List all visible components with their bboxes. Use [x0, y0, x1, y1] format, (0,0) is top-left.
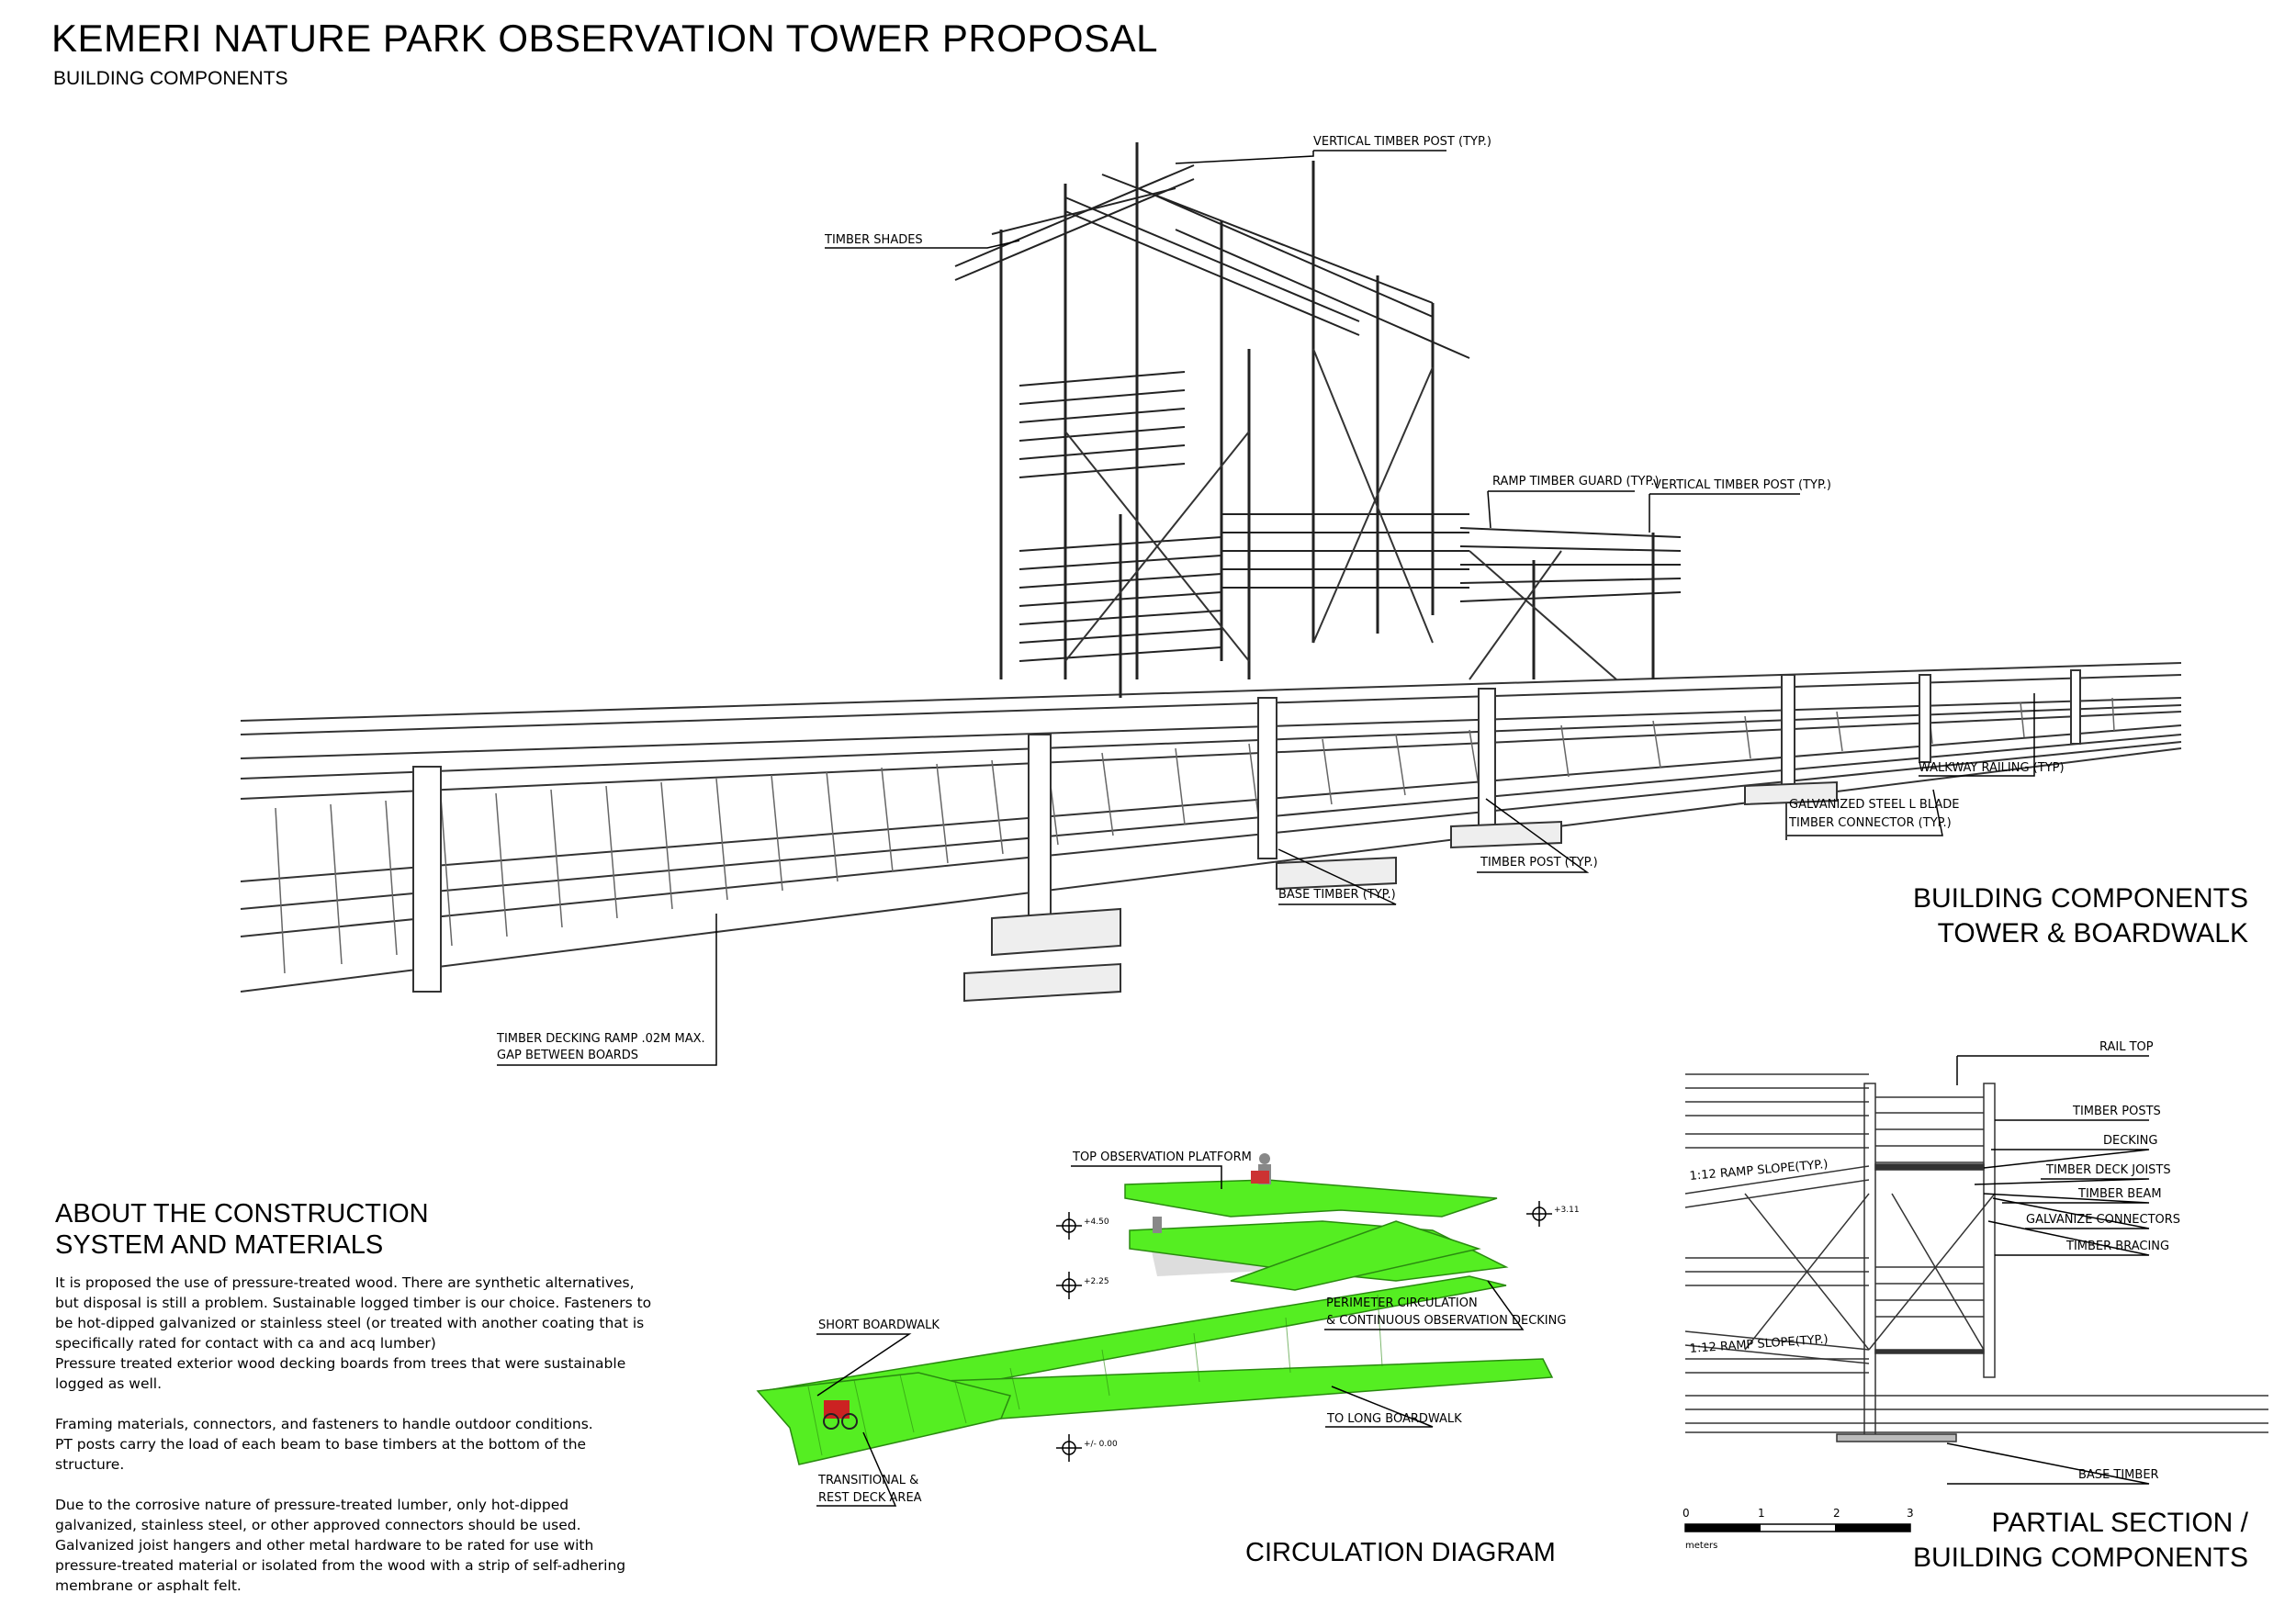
- label-ramp-guard: RAMP TIMBER GUARD (TYP.): [1492, 475, 1660, 488]
- scale-tick-3: 3: [1907, 1507, 1914, 1520]
- circulation-title: CIRCULATION DIAGRAM: [1245, 1538, 1556, 1567]
- top-platform: [1124, 1179, 1498, 1218]
- page-subtitle: BUILDING COMPONENTS: [53, 68, 288, 89]
- label-timber-beam: TIMBER BEAM: [2077, 1187, 2162, 1201]
- label-perimeter-1: PERIMETER CIRCULATION: [1326, 1296, 1478, 1310]
- person-figure-icons: [823, 1153, 1271, 1430]
- label-long-boardwalk: TO LONG BOARDWALK: [1326, 1412, 1462, 1426]
- label-transitional-2: REST DECK AREA: [818, 1491, 922, 1505]
- level-label-4: +/- 0.00: [1084, 1440, 1118, 1449]
- scale-tick-2: 2: [1833, 1507, 1840, 1520]
- base-timbers: [963, 780, 1838, 1003]
- label-steel-blade-1: GALVANIZED STEEL L BLADE: [1789, 798, 1960, 812]
- tower-boardwalk-title: BUILDING COMPONENTS TOWER & BOARDWALK: [1912, 883, 2248, 948]
- label-timber-shades: TIMBER SHADES: [824, 233, 923, 247]
- about-title: ABOUT THE CONSTRUCTION SYSTEM AND MATERI…: [55, 1199, 429, 1260]
- leader-lines: [497, 150, 2035, 1066]
- label-ramp-slope-1: 1:12 RAMP SLOPE(TYP.): [1689, 1158, 1829, 1184]
- partial-section-drawing: [1684, 1073, 2268, 1442]
- scale-tick-0: 0: [1683, 1507, 1690, 1520]
- scale-bar: 0 1 2 3 meters: [1683, 1507, 1914, 1551]
- label-decking-2: GAP BETWEEN BOARDS: [497, 1049, 638, 1062]
- level-markers: [1056, 1201, 1552, 1462]
- perimeter-ramp: [1230, 1220, 1481, 1291]
- label-base-timber: BASE TIMBER (TYP.): [1278, 888, 1396, 902]
- label-vertical-post-top: VERTICAL TIMBER POST (TYP.): [1313, 135, 1491, 149]
- label-steel-blade-2: TIMBER CONNECTOR (TYP.): [1788, 816, 1952, 830]
- circulation-diagram: +4.50 +2.25 +3.11 +/- 0.00 TOP OBSERVATI…: [756, 1150, 1580, 1507]
- tower-bracing: [1064, 348, 1617, 680]
- label-perimeter-2: & CONTINUOUS OBSERVATION DECKING: [1326, 1314, 1566, 1328]
- label-decking: DECKING: [2103, 1134, 2157, 1148]
- label-transitional-1: TRANSITIONAL &: [817, 1474, 918, 1487]
- scale-tick-1: 1: [1758, 1507, 1765, 1520]
- label-short-boardwalk: SHORT BOARDWALK: [818, 1319, 940, 1332]
- level-label-3: +3.11: [1554, 1206, 1580, 1215]
- label-bracing: TIMBER BRACING: [2065, 1240, 2169, 1253]
- label-connectors: GALVANIZE CONNECTORS: [2026, 1213, 2180, 1227]
- label-deck-joists: TIMBER DECK JOISTS: [2045, 1163, 2171, 1177]
- label-decking-1: TIMBER DECKING RAMP .02M MAX.: [496, 1032, 705, 1046]
- label-timber-posts: TIMBER POSTS: [2072, 1105, 2161, 1118]
- label-rail-top: RAIL TOP: [2099, 1040, 2154, 1054]
- about-paragraph-3: Due to the corrosive nature of pressure-…: [55, 1497, 626, 1594]
- partial-section-title: PARTIAL SECTION / BUILDING COMPONENTS: [1912, 1508, 2248, 1573]
- scale-unit: meters: [1685, 1541, 1717, 1551]
- boardwalk-posts: [412, 669, 2081, 993]
- about-body: It is proposed the use of pressure-treat…: [55, 1273, 652, 1616]
- page-title: KEMERI NATURE PARK OBSERVATION TOWER PRO…: [51, 17, 1158, 60]
- level-label-1: +4.50: [1084, 1218, 1109, 1227]
- about-paragraph-2: Framing materials, connectors, and faste…: [55, 1416, 593, 1473]
- label-vertical-post-ramp: VERTICAL TIMBER POST (TYP.): [1653, 478, 1831, 492]
- rest-deck: [756, 1372, 1012, 1465]
- tower-posts: [999, 142, 1655, 698]
- label-walkway-railing: WALKWAY RAILING (TYP): [1919, 761, 2065, 775]
- about-paragraph-1: It is proposed the use of pressure-treat…: [55, 1274, 652, 1392]
- label-top-platform: TOP OBSERVATION PLATFORM: [1072, 1150, 1252, 1164]
- label-section-base-timber: BASE TIMBER: [2078, 1468, 2159, 1482]
- boardwalk-rails: [240, 662, 2182, 993]
- tower-slats: [1019, 371, 1682, 662]
- tower-shades: [954, 164, 1470, 359]
- level-label-2: +2.25: [1084, 1277, 1109, 1286]
- label-timber-post: TIMBER POST (TYP.): [1480, 856, 1598, 870]
